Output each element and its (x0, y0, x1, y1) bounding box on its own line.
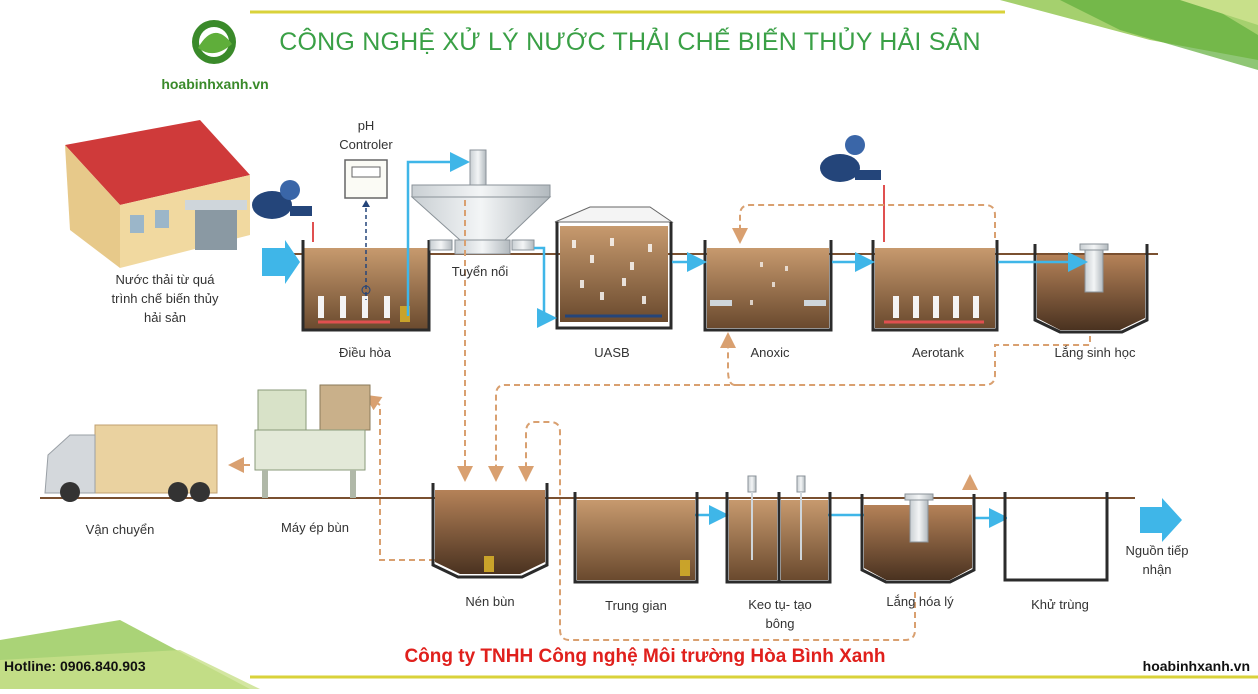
label-source-line3: hải sản (144, 310, 186, 325)
label-trung-gian: Trung gian (605, 598, 667, 613)
factory-building (65, 120, 250, 268)
label-source-line1: Nước thải từ quá (115, 272, 215, 287)
logo-text: hoabinhxanh.vn (161, 76, 269, 92)
tank-nen-bun (431, 483, 549, 579)
label-lang-hoa-ly: Lắng hóa lý (886, 594, 954, 609)
label-keo-tu-line1: Keo tụ- tạo (748, 597, 812, 612)
label-lang-sinh-hoc: Lắng sinh học (1054, 345, 1136, 360)
label-ph-line2: Controler (339, 137, 393, 152)
tank-dieu-hoa (301, 208, 431, 332)
tank-keo-tu (725, 475, 832, 584)
label-van-chuyen: Vận chuyển (85, 522, 155, 537)
transport-truck (44, 424, 218, 502)
label-nguon-line1: Nguồn tiếp (1125, 543, 1189, 558)
label-khu-trung: Khử trùng (1031, 597, 1089, 612)
hotline: Hotline: 0906.840.903 (4, 658, 146, 674)
inlet-arrow (262, 240, 300, 284)
label-dieu-hoa: Điều hòa (338, 345, 392, 360)
website: hoabinhxanh.vn (1142, 658, 1250, 674)
blower-2 (820, 135, 885, 242)
logo (192, 20, 236, 64)
company-name: Công ty TNHH Công nghệ Môi trường Hòa Bì… (404, 646, 886, 667)
ph-controller (344, 159, 388, 207)
tank-khu-trung (1003, 492, 1109, 582)
label-nguon-line2: nhận (1142, 562, 1172, 577)
leaf-decor-bottom-left (0, 620, 260, 689)
label-nen-bun: Nén bùn (465, 594, 515, 609)
tank-lang-sinh-hoc (1033, 243, 1149, 334)
tank-lang-hoa-ly (860, 493, 976, 584)
outlet-arrow (1140, 498, 1182, 542)
label-tuyen-noi: Tuyển nổi (451, 264, 509, 279)
sludge-lines (228, 200, 1091, 641)
tank-trung-gian (573, 492, 699, 584)
page-title: CÔNG NGHỆ XỬ LÝ NƯỚC THẢI CHẾ BIẾN THỦY … (279, 28, 981, 56)
blower-1 (252, 180, 314, 242)
tank-aerotank (871, 240, 999, 332)
label-keo-tu-line2: bông (765, 616, 795, 631)
label-source-line2: trình chế biến thủy (111, 291, 219, 306)
tank-tuyen-noi (410, 149, 552, 255)
label-ph-line1: pH (357, 118, 375, 133)
label-aerotank: Aerotank (911, 345, 965, 360)
label-anoxic: Anoxic (750, 345, 790, 360)
tank-uasb (554, 206, 674, 330)
leaf-decor-top-right (1000, 0, 1258, 70)
label-uasb: UASB (594, 345, 630, 360)
tank-anoxic (703, 240, 833, 332)
sludge-press-machine (254, 384, 371, 498)
label-may-ep-bun: Máy ép bùn (281, 520, 349, 535)
